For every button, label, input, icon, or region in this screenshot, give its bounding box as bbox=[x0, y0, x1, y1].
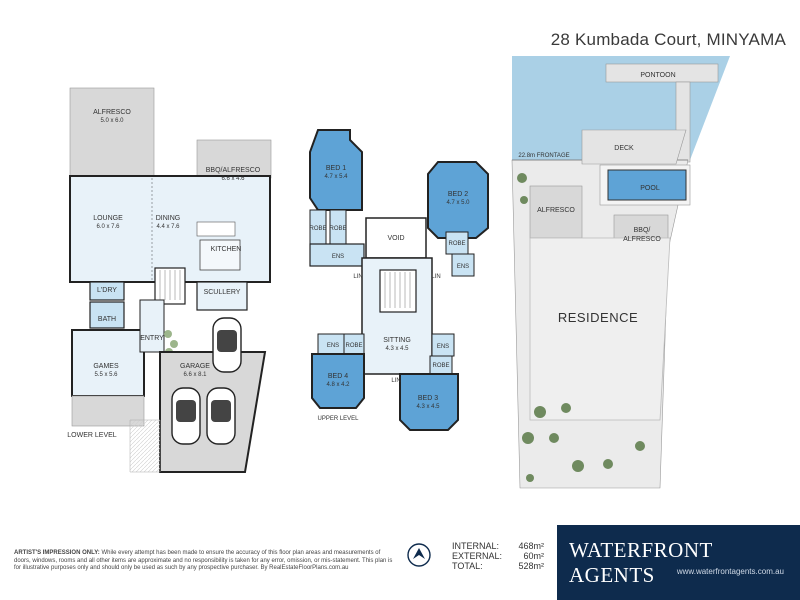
area-label: INTERNAL: bbox=[452, 541, 500, 551]
agency-banner: WATERFRONT AGENTS www.waterfrontagents.c… bbox=[557, 525, 800, 600]
residence-footprint bbox=[529, 237, 671, 421]
area-row-internal: INTERNAL: 468m² bbox=[452, 541, 544, 551]
agency-name: WATERFRONT AGENTS bbox=[569, 538, 713, 587]
room-dim-sitting: 4.3 x 4.5 bbox=[385, 346, 409, 352]
room-label-scullery: SCULLERY bbox=[204, 289, 241, 296]
property-address: 28 Kumbada Court, MINYAMA bbox=[550, 30, 786, 49]
area-row-external: EXTERNAL: 60m² bbox=[452, 551, 544, 561]
agency-website: www.waterfrontagents.com.au bbox=[676, 567, 784, 576]
room-label-laundry: L'DRY bbox=[97, 287, 117, 294]
site-label-pontoon: PONTOON bbox=[640, 72, 675, 79]
room-label-dining: DINING bbox=[156, 215, 181, 222]
pool bbox=[607, 169, 687, 201]
lower-level-title: LOWER LEVEL bbox=[67, 432, 117, 439]
lower-level-plan: ALFRESCO 5.0 x 6.0 BBQ/ALFRESCO 6.6 x 4.… bbox=[67, 87, 272, 473]
room-label-sitting: SITTING bbox=[383, 337, 411, 344]
site-label-pool: POOL bbox=[640, 185, 660, 192]
room-dim-bed3: 4.3 x 4.5 bbox=[416, 404, 440, 410]
scullery-room bbox=[196, 281, 248, 311]
room-label-bath: BATH bbox=[98, 316, 116, 323]
room-dim-bed4: 4.8 x 4.2 bbox=[326, 382, 350, 388]
laundry-room bbox=[89, 281, 125, 301]
room-label-bed2: BED 2 bbox=[448, 191, 468, 198]
room-label-robe-a: ROBE bbox=[309, 226, 326, 232]
garage-apron bbox=[129, 419, 161, 473]
bath-room bbox=[89, 301, 125, 329]
room-label-alfresco: ALFRESCO bbox=[93, 109, 131, 116]
area-label: TOTAL: bbox=[452, 561, 483, 571]
site-label-alfresco: ALFRESCO bbox=[537, 207, 575, 214]
room-dim-lounge: 6.0 x 7.6 bbox=[96, 224, 120, 230]
disclaimer-text: ARTIST'S IMPRESSION ONLY: While every at… bbox=[14, 550, 394, 573]
room-label-bed3: BED 3 bbox=[418, 395, 438, 402]
bed2-ensuite bbox=[451, 253, 475, 277]
room-label-ens-1: ENS bbox=[332, 254, 344, 260]
upper-stair bbox=[379, 269, 417, 313]
site-label-deck: DECK bbox=[614, 145, 634, 152]
room-label-entry: ENTRY bbox=[140, 335, 164, 342]
area-summary: INTERNAL: 468m² EXTERNAL: 60m² TOTAL: 52… bbox=[452, 541, 544, 571]
room-label-kitchen: KITCHEN bbox=[211, 246, 242, 253]
area-value: 60m² bbox=[523, 551, 544, 561]
floor-plan-drawing: ALFRESCO 5.0 x 6.0 BBQ/ALFRESCO 6.6 x 4.… bbox=[67, 56, 730, 489]
deck-area bbox=[581, 129, 687, 165]
disclaimer-lead: ARTIST'S IMPRESSION ONLY: bbox=[14, 550, 100, 556]
upper-level-plan: BED 1 4.7 x 5.4 ROBE ROBE ENS VOID BED 2… bbox=[309, 129, 489, 431]
room-label-ens-2: ENS bbox=[457, 264, 469, 270]
room-label-garage: GARAGE bbox=[180, 363, 210, 370]
pontoon bbox=[605, 63, 719, 83]
area-label: EXTERNAL: bbox=[452, 551, 503, 561]
room-label-ens-4: ENS bbox=[327, 343, 339, 349]
bbq-alfresco-area bbox=[196, 139, 272, 179]
kitchen-bench bbox=[199, 239, 241, 271]
games-room bbox=[71, 329, 145, 397]
site-alfresco bbox=[529, 185, 583, 239]
room-label-robe-b: ROBE bbox=[329, 226, 346, 232]
site-label-residence: RESIDENCE bbox=[558, 310, 638, 325]
room-label-bbq-alfresco: BBQ/ALFRESCO bbox=[206, 167, 261, 174]
room-label-lounge: LOUNGE bbox=[93, 215, 123, 222]
disclaimer-body: While every attempt has been made to ens… bbox=[14, 550, 393, 572]
room-dim-bbq-alfresco: 6.6 x 4.6 bbox=[221, 176, 245, 182]
kitchen-island bbox=[196, 221, 236, 237]
room-label-robe-3: ROBE bbox=[432, 363, 449, 369]
bed1-room bbox=[309, 129, 363, 211]
bed2-room bbox=[427, 161, 489, 239]
site-label-frontage: 22.8m FRONTAGE bbox=[518, 153, 569, 159]
room-dim-games: 5.5 x 5.6 bbox=[94, 372, 118, 378]
area-value: 468m² bbox=[518, 541, 544, 551]
alfresco-area bbox=[69, 87, 155, 177]
room-label-lin-1: LIN bbox=[353, 274, 362, 280]
room-label-games: GAMES bbox=[93, 363, 119, 370]
room-label-lin-2: LIN bbox=[431, 274, 440, 280]
site-plan: PONTOON 22.8m FRONTAGE DECK POOL ALFRESC… bbox=[511, 56, 730, 489]
room-dim-dining: 4.4 x 7.6 bbox=[156, 224, 180, 230]
room-dim-garage: 6.6 x 8.1 bbox=[183, 372, 207, 378]
area-value: 528m² bbox=[518, 561, 544, 571]
room-label-robe-2: ROBE bbox=[448, 241, 465, 247]
room-dim-alfresco: 5.0 x 6.0 bbox=[100, 118, 124, 124]
site-label-bbq-1: BBQ/ bbox=[634, 227, 651, 234]
bed4-room bbox=[311, 353, 365, 409]
room-label-lin-3: LIN bbox=[391, 378, 400, 384]
room-label-robe-4: ROBE bbox=[345, 343, 362, 349]
entry-hall bbox=[139, 299, 165, 353]
bed3-room bbox=[399, 373, 459, 431]
room-label-ens-3: ENS bbox=[437, 344, 449, 350]
bed1-ensuite bbox=[309, 243, 365, 267]
room-dim-bed2: 4.7 x 5.0 bbox=[446, 200, 470, 206]
site-label-bbq-2: ALFRESCO bbox=[623, 236, 661, 243]
room-dim-bed1: 4.7 x 5.4 bbox=[324, 174, 348, 180]
north-compass-icon bbox=[407, 543, 431, 567]
room-label-void: VOID bbox=[387, 235, 404, 242]
upper-level-title: UPPER LEVEL bbox=[317, 416, 359, 422]
room-label-bed1: BED 1 bbox=[326, 165, 346, 172]
area-row-total: TOTAL: 528m² bbox=[452, 561, 544, 571]
room-label-bed4: BED 4 bbox=[328, 373, 348, 380]
